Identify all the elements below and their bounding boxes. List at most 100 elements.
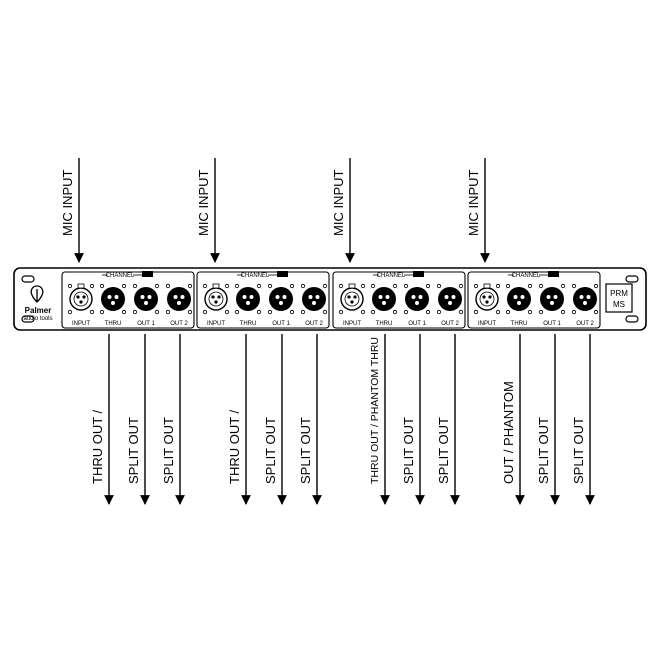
channel-frame [196, 271, 330, 329]
connector-label: THRU [240, 321, 257, 327]
xlr-input-connector[interactable] [475, 283, 499, 311]
thru-out-label: THRU OUT / [90, 409, 105, 484]
screw-icon [360, 309, 366, 315]
xlr-output-connector[interactable] [101, 287, 125, 311]
channel-switch[interactable] [142, 271, 153, 277]
model-badge: PRM MS [605, 283, 633, 313]
screw-icon [187, 283, 193, 289]
split-out-label: SPLIT OUT [401, 417, 416, 484]
screw-icon [571, 283, 577, 289]
screw-icon [505, 283, 511, 289]
xlr-input-connector[interactable] [69, 283, 93, 311]
screw-icon [67, 309, 73, 315]
brand-logo: Palmer audio tools [23, 285, 53, 322]
screw-icon [560, 283, 566, 289]
xlr-output-connector[interactable] [302, 287, 326, 311]
mic-input-label: MIC INPUT [60, 170, 75, 237]
connector-label: OUT 1 [272, 321, 290, 327]
screw-icon [392, 283, 398, 289]
xlr-output-connector[interactable] [405, 287, 429, 311]
xlr-output-connector[interactable] [269, 287, 293, 311]
screw-icon [436, 309, 442, 315]
connector-label: INPUT [343, 321, 361, 327]
screw-icon [370, 283, 376, 289]
split-out-label: SPLIT OUT [571, 417, 586, 484]
screw-icon [495, 309, 501, 315]
model-line-2: MS [613, 300, 625, 309]
connector-label: OUT 2 [170, 321, 188, 327]
screw-icon [99, 283, 105, 289]
connector-label: INPUT [207, 321, 225, 327]
screw-icon [187, 309, 193, 315]
split-out-label: SPLIT OUT [263, 417, 278, 484]
screw-icon [234, 283, 240, 289]
split-out-label: SPLIT OUT [298, 417, 313, 484]
mic-input-label: MIC INPUT [331, 170, 346, 237]
screw-icon [202, 309, 208, 315]
screw-icon [527, 283, 533, 289]
xlr-output-connector[interactable] [540, 287, 564, 311]
rack-ear-hole-right-bottom [625, 315, 639, 323]
screw-icon [458, 283, 464, 289]
screw-icon [338, 309, 344, 315]
screw-icon [538, 283, 544, 289]
xlr-output-connector[interactable] [507, 287, 531, 311]
split-out-label: SPLIT OUT [126, 417, 141, 484]
screw-icon [267, 309, 273, 315]
thru-out-label: OUT / PHANTOM [501, 381, 516, 484]
screw-icon [425, 283, 431, 289]
thru-out-label: THRU OUT / PHANTOM THRU [369, 337, 381, 484]
screw-icon [202, 283, 208, 289]
channel-switch[interactable] [413, 271, 424, 277]
channel-switch[interactable] [548, 271, 559, 277]
screw-icon [165, 309, 171, 315]
connector-label: OUT 2 [441, 321, 459, 327]
connector-label: OUT 2 [305, 321, 323, 327]
screw-icon [256, 309, 262, 315]
screw-icon [322, 283, 328, 289]
screw-icon [403, 283, 409, 289]
screw-icon [224, 309, 230, 315]
screw-icon [495, 283, 501, 289]
xlr-output-connector[interactable] [573, 287, 597, 311]
xlr-output-connector[interactable] [236, 287, 260, 311]
screw-icon [360, 283, 366, 289]
rack-ear-hole-left-bottom [21, 315, 35, 323]
screw-icon [256, 283, 262, 289]
xlr-output-connector[interactable] [167, 287, 191, 311]
screw-icon [267, 283, 273, 289]
screw-icon [338, 283, 344, 289]
rack-ear-hole-left-top [21, 275, 35, 283]
screw-icon [458, 309, 464, 315]
mic-input-label: MIC INPUT [196, 170, 211, 237]
xlr-output-connector[interactable] [134, 287, 158, 311]
screw-icon [593, 309, 599, 315]
screw-icon [99, 309, 105, 315]
screw-icon [322, 309, 328, 315]
screw-icon [89, 283, 95, 289]
channel-frame [467, 271, 601, 329]
channel-label: CHANNEL [106, 273, 135, 279]
screw-icon [121, 309, 127, 315]
connector-label: OUT 1 [137, 321, 155, 327]
screw-icon [154, 283, 160, 289]
split-out-label: SPLIT OUT [161, 417, 176, 484]
xlr-input-connector[interactable] [340, 283, 364, 311]
xlr-output-connector[interactable] [438, 287, 462, 311]
screw-icon [89, 309, 95, 315]
screw-icon [121, 283, 127, 289]
channel-frame [332, 271, 466, 329]
screw-icon [289, 283, 295, 289]
split-out-label: SPLIT OUT [536, 417, 551, 484]
rack-ear-hole-right-top [625, 275, 639, 283]
xlr-input-connector[interactable] [204, 283, 228, 311]
screw-icon [436, 283, 442, 289]
screw-icon [300, 283, 306, 289]
screw-icon [289, 309, 295, 315]
model-line-1: PRM [610, 289, 628, 298]
channel-switch[interactable] [277, 271, 288, 277]
xlr-output-connector[interactable] [372, 287, 396, 311]
